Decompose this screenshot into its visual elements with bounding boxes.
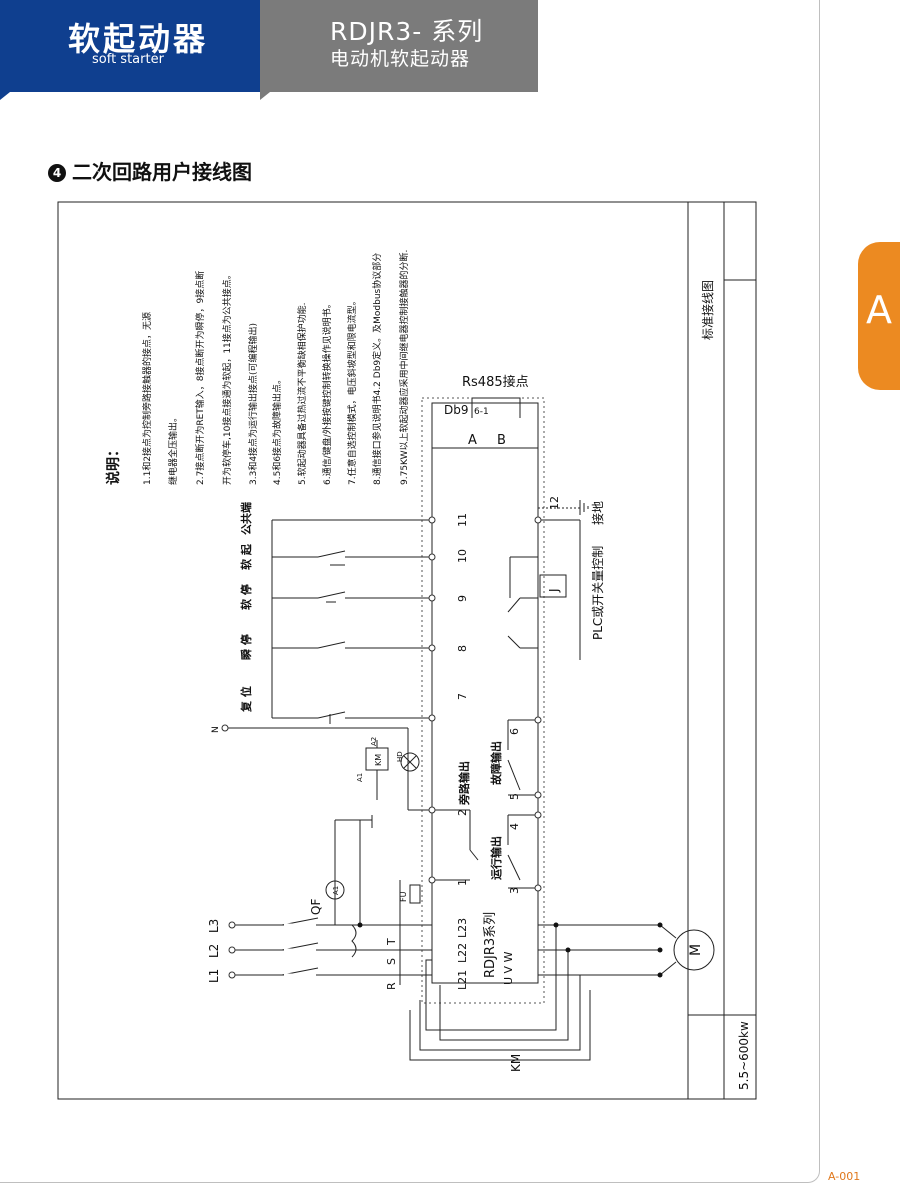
category-banner bbox=[0, 0, 260, 100]
terminal-8: 8 bbox=[456, 645, 469, 652]
terminal-2: 2 bbox=[456, 809, 469, 816]
terminal-l22: L22 bbox=[456, 943, 469, 963]
category-title-en: soft starter bbox=[92, 52, 164, 67]
input-common: 公共端 bbox=[239, 502, 253, 535]
section-title: 4 二次回路用户接线图 bbox=[48, 156, 252, 185]
phase-l2: L2 bbox=[207, 944, 221, 958]
a2-label: A2 bbox=[370, 737, 378, 746]
drawing-title: 标准接线图 bbox=[700, 280, 715, 340]
terminal-l21: L21 bbox=[456, 970, 469, 990]
chapter-tab[interactable]: A bbox=[858, 242, 900, 390]
power-range: 5.5~600kw bbox=[737, 1021, 751, 1090]
notes-heading: 说明： bbox=[105, 443, 122, 485]
series-banner bbox=[260, 0, 538, 100]
terminal-6: 6 bbox=[508, 728, 521, 735]
note-9: 9.75KW以上软起动器应采用中间继电器控制接触器的分断. bbox=[398, 250, 410, 485]
terminal-l23: L23 bbox=[456, 918, 469, 938]
a1-label: A1 bbox=[356, 773, 364, 782]
page-border bbox=[0, 0, 820, 1183]
input-soft-start: 软 起 bbox=[239, 543, 253, 570]
series-title: RDJR3- 系列 bbox=[330, 17, 484, 46]
phase-s: S bbox=[385, 958, 398, 965]
relay-j: J bbox=[547, 588, 561, 593]
phase-t: T bbox=[385, 938, 398, 946]
phase-l1: L1 bbox=[207, 969, 221, 983]
terminal-4: 4 bbox=[508, 823, 521, 830]
section-bullet: 4 bbox=[48, 164, 66, 182]
terminal-3: 3 bbox=[508, 887, 521, 894]
note-1b: 继电器全压输出。 bbox=[167, 413, 179, 485]
neutral-label: N bbox=[211, 726, 221, 733]
input-reset: 复 位 bbox=[239, 686, 253, 713]
chapter-tab-label: A bbox=[866, 288, 892, 332]
page-number: A-001 bbox=[828, 1170, 861, 1183]
note-3: 3.3和4接点为运行输出接点(可编程输出) bbox=[247, 323, 259, 485]
bypass-output-label: 旁路输出 bbox=[457, 761, 471, 806]
run-output-label: 运行输出 bbox=[489, 836, 503, 880]
note-6: 6.通信/键盘/外接按键控制转换操作见说明书。 bbox=[321, 299, 333, 485]
terminal-12: 12 bbox=[548, 496, 561, 510]
category-title-cn: 软起动器 bbox=[68, 20, 209, 58]
note-7: 7.任意自选控制模式，电压斜坡型和限电流型。 bbox=[346, 296, 358, 485]
phase-r: R bbox=[385, 982, 398, 990]
db9-pins: 6-1 bbox=[474, 407, 489, 417]
ground-label: 接地 bbox=[590, 501, 605, 525]
qf-label: QF bbox=[309, 899, 323, 915]
input-instant-stop: 瞬 停 bbox=[239, 634, 253, 660]
device-name: RDJR3系列 bbox=[483, 912, 498, 978]
terminal-7: 7 bbox=[456, 693, 469, 700]
pin-a: A bbox=[468, 433, 477, 448]
rs485-label: Rs485接点 bbox=[462, 374, 529, 390]
ammeter-label: A1 bbox=[332, 886, 340, 895]
fault-output-label: 故障输出 bbox=[489, 741, 503, 785]
fu-label: FU bbox=[399, 891, 408, 902]
motor-label: M bbox=[688, 944, 704, 956]
terminal-5: 5 bbox=[508, 793, 521, 800]
series-subtitle: 电动机软起动器 bbox=[330, 48, 471, 70]
terminal-11: 11 bbox=[456, 513, 469, 527]
plc-label: PLC或开关量控制 bbox=[591, 546, 605, 640]
hd-label: HD bbox=[396, 751, 404, 762]
note-5: 5.软起动器具备过热过流不平衡缺相保护功能. bbox=[296, 303, 308, 485]
km-main-label: KM bbox=[509, 1054, 523, 1072]
terminal-9: 9 bbox=[456, 595, 469, 602]
uvw-label: U V W bbox=[502, 951, 515, 985]
terminal-10: 10 bbox=[456, 549, 469, 563]
note-2: 2.7接点断开为RET输入，8接点断开为瞬停，9接点断 bbox=[194, 271, 206, 485]
note-2b: 开为软停车,10接点接通为软起，11接点为公共接点。 bbox=[221, 270, 233, 485]
note-8: 8.通信接口参见说明书4.2 Db9定义。及Modbus协议部分 bbox=[371, 253, 383, 485]
km-coil-label: KM bbox=[374, 754, 383, 766]
note-1: 1.1和2接点为控制旁路接触器的接点，无源 bbox=[141, 312, 153, 485]
input-soft-stop: 软 停 bbox=[239, 584, 253, 610]
note-4: 4.5和6接点为故障输出点。 bbox=[271, 375, 283, 485]
terminal-1: 1 bbox=[456, 879, 469, 886]
db9-label: Db9 bbox=[444, 403, 469, 417]
section-title-text: 二次回路用户接线图 bbox=[72, 160, 252, 184]
pin-b: B bbox=[497, 433, 506, 448]
phase-l3: L3 bbox=[207, 919, 221, 933]
